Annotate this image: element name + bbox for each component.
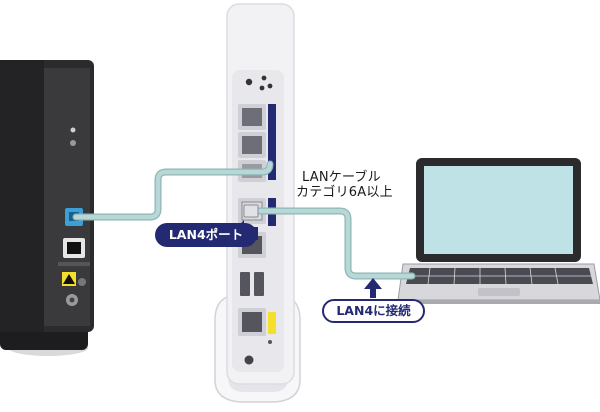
cable-spec-line1: LANケーブル — [302, 170, 381, 185]
onu-device — [0, 60, 94, 356]
cable-onu-router — [72, 160, 274, 221]
lan4-connect-badge: LAN4に接続 — [322, 299, 425, 323]
router-device — [214, 3, 301, 403]
lan4-port-badge: LAN4ポート — [155, 223, 257, 247]
warning-icon — [62, 272, 76, 286]
cable-spec-line2: カテゴリ6A以上 — [296, 185, 393, 200]
laptop-screen — [424, 166, 573, 254]
laptop-device — [397, 158, 600, 304]
up-arrow-icon — [364, 278, 382, 298]
cable-router-laptop — [248, 207, 416, 280]
cable-spec-label: LANケーブル カテゴリ6A以上 — [296, 170, 393, 200]
